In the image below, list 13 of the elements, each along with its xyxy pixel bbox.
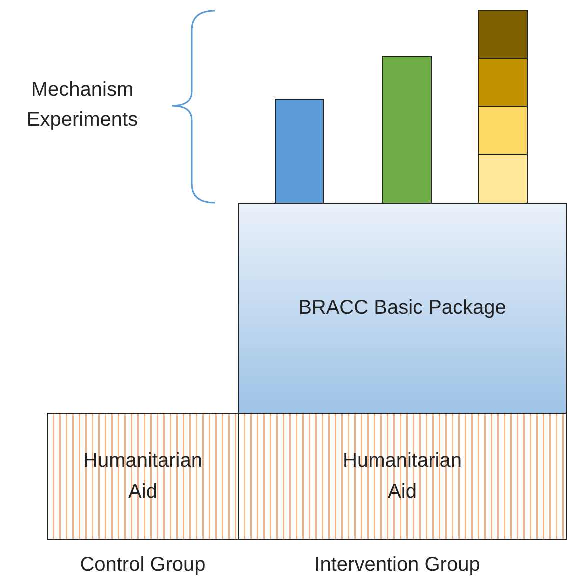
box-label: BRACC Basic Package	[298, 296, 506, 321]
aid-box	[238, 413, 567, 540]
bracket-label: Mechanism Experiments	[26, 78, 140, 133]
group-label: Control Group	[79, 553, 207, 578]
bar	[382, 56, 432, 204]
group-label: Intervention Group	[314, 553, 482, 578]
bar-segment	[478, 154, 528, 204]
bar-segment	[478, 58, 528, 107]
package-box	[238, 203, 567, 414]
bar-segment	[478, 106, 528, 155]
bar	[275, 99, 324, 204]
bar-segment	[478, 10, 528, 59]
aid-box	[47, 413, 239, 540]
